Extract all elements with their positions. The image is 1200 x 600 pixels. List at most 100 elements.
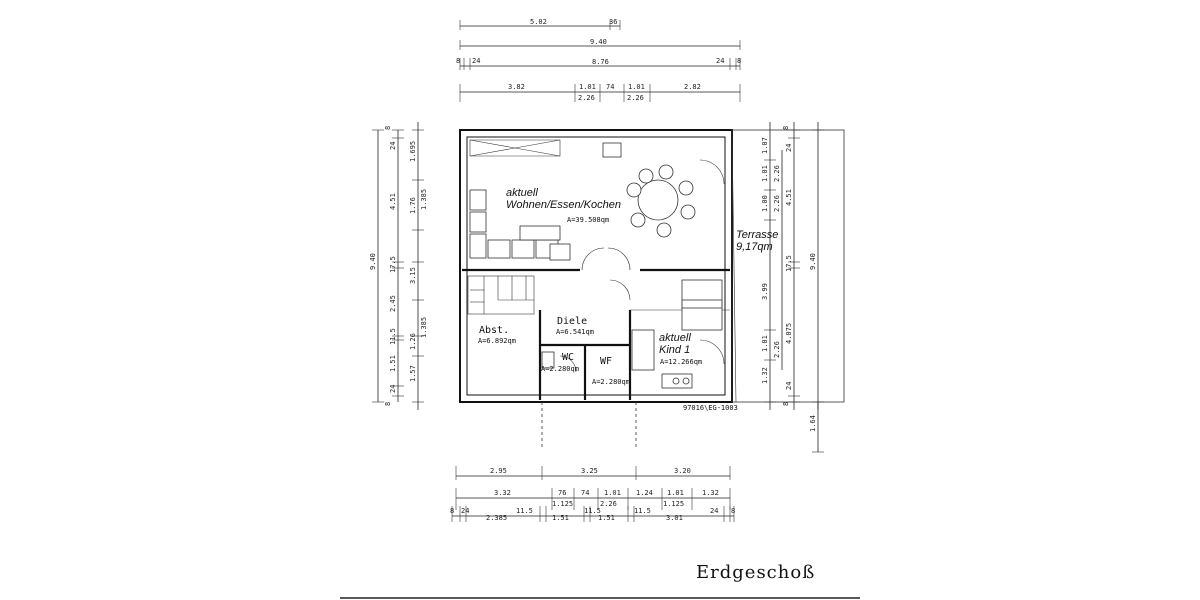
dim-top-24-right: 24 bbox=[716, 57, 724, 65]
dim-right-1-64: 1.64 bbox=[809, 415, 817, 432]
storage-label: Abst. bbox=[479, 325, 509, 336]
dim-top-8-left: 8 bbox=[456, 57, 460, 65]
terrace bbox=[731, 129, 845, 403]
dim-top-2-26-b: 2.26 bbox=[627, 94, 644, 102]
dim-left-17-5: 17.5 bbox=[389, 256, 397, 273]
dim-left-1-76: 1.76 bbox=[409, 197, 417, 214]
dim-top-1-01-a: 1.01 bbox=[579, 83, 596, 91]
dim-right-8-bottom: 8 bbox=[782, 402, 790, 406]
dim-left-1-57: 1.57 bbox=[409, 365, 417, 382]
living-room-label-line1: aktuell bbox=[506, 187, 538, 199]
dim-top-9-40: 9.40 bbox=[590, 38, 607, 46]
bottom-dimensions: 2.95 3.25 3.20 3.32 76 74 1.01 1.24 1.01… bbox=[450, 466, 735, 522]
house-walls bbox=[459, 129, 733, 403]
entrance-porch bbox=[541, 402, 637, 448]
dim-top-3-82: 3.82 bbox=[508, 83, 525, 91]
room-labels: aktuell Wohnen/Essen/Kochen A=39.508qm T… bbox=[478, 187, 778, 412]
dim-right-1-32: 1.32 bbox=[761, 367, 769, 384]
furniture bbox=[469, 142, 723, 389]
staircase bbox=[467, 275, 535, 315]
dim-left-11-5: 11.5 bbox=[389, 328, 397, 345]
dim-bottom-24-right: 24 bbox=[710, 507, 718, 515]
dim-left-3-15: 3.15 bbox=[409, 267, 417, 284]
dim-bottom-1-125-a: 1.125 bbox=[552, 500, 573, 508]
wc1-label: WC bbox=[562, 352, 574, 363]
dim-bottom-1-51-b: 1.51 bbox=[598, 514, 615, 522]
dim-left-1-26: 1.26 bbox=[409, 333, 417, 350]
terrace-label-line2: 9,17qm bbox=[736, 241, 773, 253]
right-dimensions: 1.07 1.01 1.00 3.99 1.01 1.32 2.26 2.26 … bbox=[761, 122, 824, 453]
dim-bottom-3-20: 3.20 bbox=[674, 467, 691, 475]
dim-right-17-5: 17.5 bbox=[785, 255, 793, 272]
dim-bottom-1-32: 1.32 bbox=[702, 489, 719, 497]
dim-bottom-1-24: 1.24 bbox=[636, 489, 653, 497]
dim-left-1-695: 1.695 bbox=[409, 141, 417, 162]
dim-left-1-385-top: 1.385 bbox=[420, 189, 428, 210]
dim-left-8-top: 8 bbox=[384, 126, 392, 130]
dim-top-1-01-b: 1.01 bbox=[628, 83, 645, 91]
dim-left-2-45: 2.45 bbox=[389, 295, 397, 312]
dim-left-1-51: 1.51 bbox=[389, 355, 397, 372]
dim-right-24-top: 24 bbox=[785, 144, 793, 152]
left-dimensions: 9.40 24 4.51 17.5 2.45 11.5 1.51 24 8 1.… bbox=[369, 122, 428, 410]
living-room-label-line2: Wohnen/Essen/Kochen bbox=[506, 199, 621, 211]
drawing-code: 97016\EG-1003 bbox=[683, 404, 738, 412]
dim-bottom-1-01-a: 1.01 bbox=[604, 489, 621, 497]
dim-bottom-11-5-b: 11.5 bbox=[584, 507, 601, 515]
hall-label: Diele bbox=[557, 316, 587, 327]
wc2-label: WF bbox=[600, 356, 612, 367]
dim-top-2-26-a: 2.26 bbox=[578, 94, 595, 102]
living-room-area: A=39.508qm bbox=[567, 216, 609, 224]
dim-left-4-51: 4.51 bbox=[389, 193, 397, 210]
dim-left-1-385-bottom: 1.385 bbox=[420, 317, 428, 338]
child-room-label-line2: Kind 1 bbox=[659, 344, 690, 356]
dim-bottom-3-32: 3.32 bbox=[494, 489, 511, 497]
hall-area: A=6.541qm bbox=[556, 328, 594, 336]
dim-left-9-40: 9.40 bbox=[369, 253, 377, 270]
dim-bottom-2-95: 2.95 bbox=[490, 467, 507, 475]
dim-bottom-1-125-b: 1.125 bbox=[663, 500, 684, 508]
wc2-area: A=2.280qm bbox=[592, 378, 630, 386]
dim-top-8-76: 8.76 bbox=[592, 58, 609, 66]
dim-right-2-26-a: 2.26 bbox=[773, 165, 781, 182]
child-room-label-line1: aktuell bbox=[659, 332, 691, 344]
storage-area: A=6.892qm bbox=[478, 337, 516, 345]
dim-right-4-51: 4.51 bbox=[785, 189, 793, 206]
dim-bottom-24-left: 24 bbox=[461, 507, 469, 515]
terrace-label-line1: Terrasse bbox=[736, 229, 778, 241]
dim-right-24-bottom: 24 bbox=[785, 382, 793, 390]
child-room-area: A=12.266qm bbox=[660, 358, 702, 366]
dim-bottom-76: 76 bbox=[558, 489, 566, 497]
dim-right-1-00: 1.00 bbox=[761, 195, 769, 212]
dim-bottom-74: 74 bbox=[581, 489, 589, 497]
dim-left-24-bottom: 24 bbox=[389, 385, 397, 393]
dim-bottom-2-26: 2.26 bbox=[600, 500, 617, 508]
dim-top-24-left: 24 bbox=[472, 57, 480, 65]
dim-top-8-right: 8 bbox=[737, 57, 741, 65]
wc1-area: A=2.280qm bbox=[541, 365, 579, 373]
dim-right-3-99: 3.99 bbox=[761, 283, 769, 300]
dim-right-2-26-c: 2.26 bbox=[773, 341, 781, 358]
dim-bottom-3-01: 3.01 bbox=[666, 514, 683, 522]
dim-right-1-01-top: 1.01 bbox=[761, 165, 769, 182]
dim-right-8-top: 8 bbox=[782, 126, 790, 130]
dim-bottom-8-right: 8 bbox=[731, 507, 735, 515]
dim-bottom-2-385: 2.385 bbox=[486, 514, 507, 522]
top-dimensions: 5.02 36 9.40 8 24 8.76 24 8 3.82 1.01 74… bbox=[456, 18, 741, 102]
dim-right-4-075: 4.075 bbox=[785, 323, 793, 344]
dim-right-9-40: 9.40 bbox=[809, 253, 817, 270]
floor-title: Erdgeschoß bbox=[696, 562, 816, 583]
dim-bottom-8-left: 8 bbox=[450, 507, 454, 515]
dim-bottom-11-5-a: 11.5 bbox=[516, 507, 533, 515]
dim-right-1-01-bottom: 1.01 bbox=[761, 335, 769, 352]
dim-bottom-3-25: 3.25 bbox=[581, 467, 598, 475]
dim-right-1-07: 1.07 bbox=[761, 137, 769, 154]
dim-bottom-11-5-c: 11.5 bbox=[634, 507, 651, 515]
dim-bottom-1-01-b: 1.01 bbox=[667, 489, 684, 497]
dim-top-36: 36 bbox=[609, 18, 617, 26]
dim-top-74: 74 bbox=[606, 83, 614, 91]
dim-right-2-26-b: 2.26 bbox=[773, 195, 781, 212]
dim-left-8-bottom: 8 bbox=[384, 402, 392, 406]
dim-top-2-82: 2.82 bbox=[684, 83, 701, 91]
